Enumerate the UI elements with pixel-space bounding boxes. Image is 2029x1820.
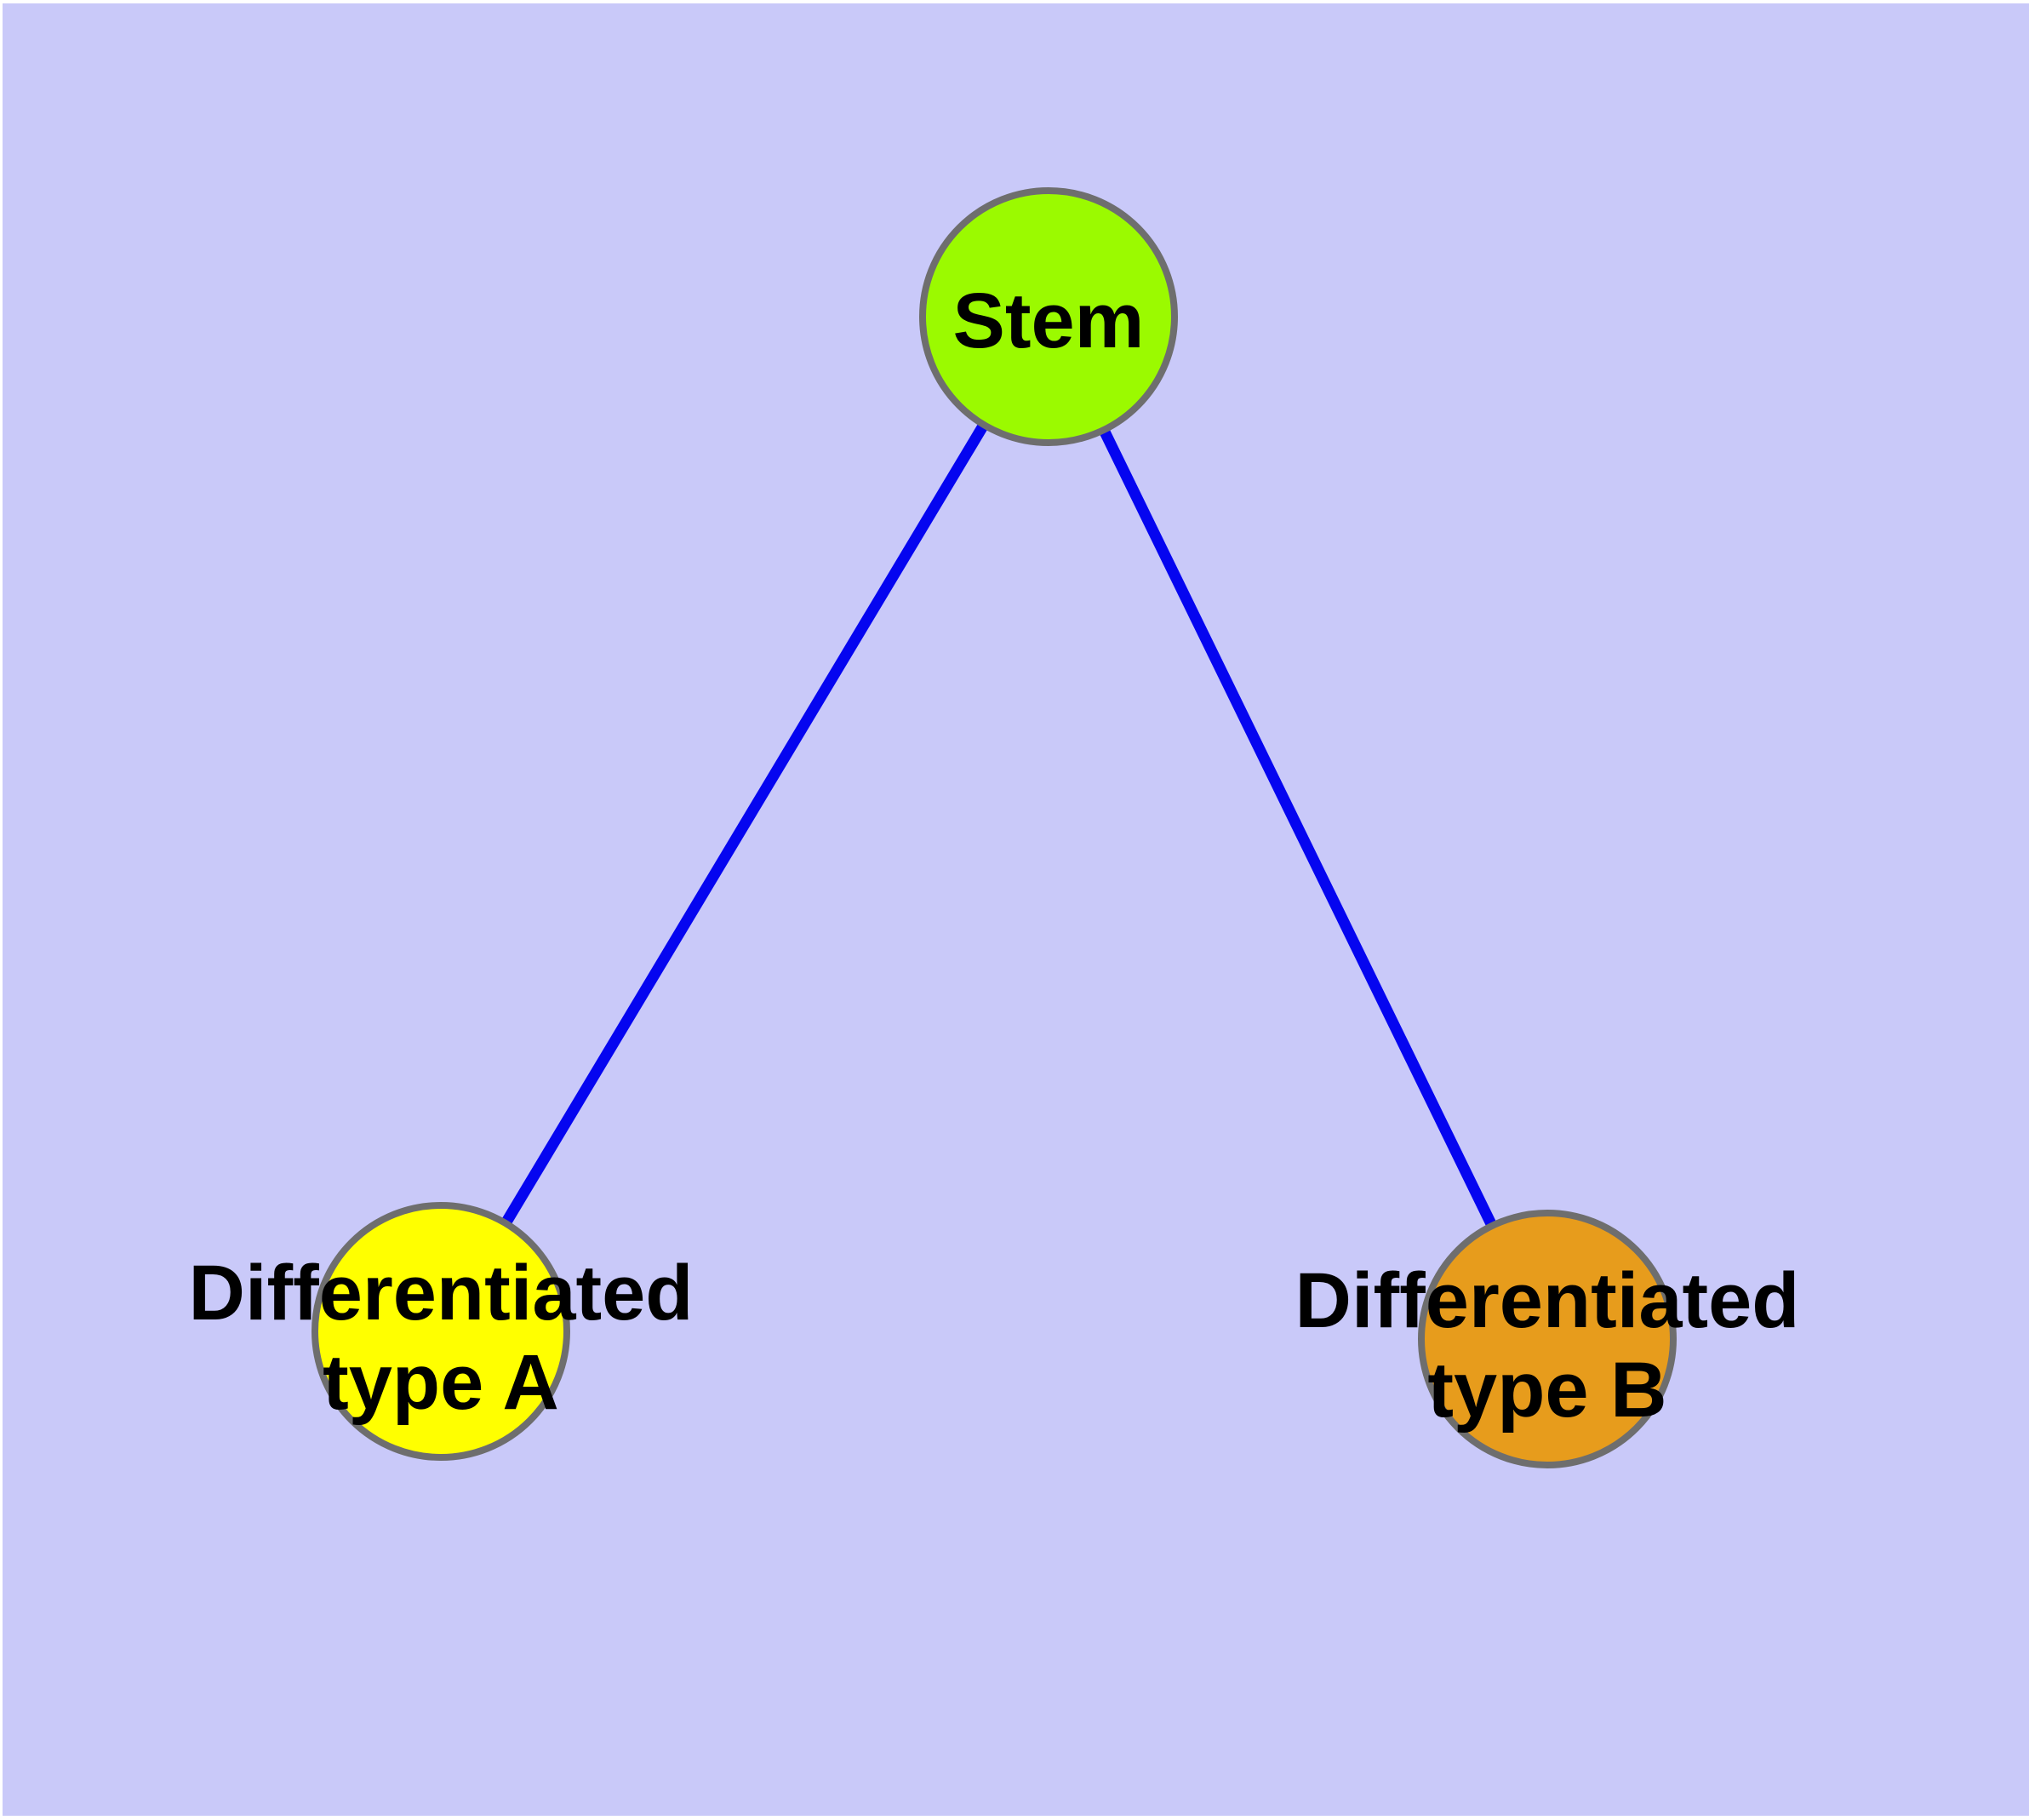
node-type-a-circle[interactable] xyxy=(311,1202,570,1461)
node-type-b-label-line2: type B xyxy=(1427,1347,1666,1434)
node-type-a-label-line2: type A xyxy=(323,1339,559,1426)
node-type-a-label-line1: Differentiated xyxy=(189,1250,694,1336)
edge-stem-to-type-a[interactable] xyxy=(436,313,1054,1335)
node-stem-circle[interactable] xyxy=(919,187,1178,446)
node-stem-label: Stem xyxy=(953,278,1145,364)
edge-stem-to-type-b[interactable] xyxy=(1043,314,1552,1342)
node-type-b-label-line1: Differentiated xyxy=(1295,1257,1800,1344)
node-type-b-circle[interactable] xyxy=(1418,1210,1677,1468)
